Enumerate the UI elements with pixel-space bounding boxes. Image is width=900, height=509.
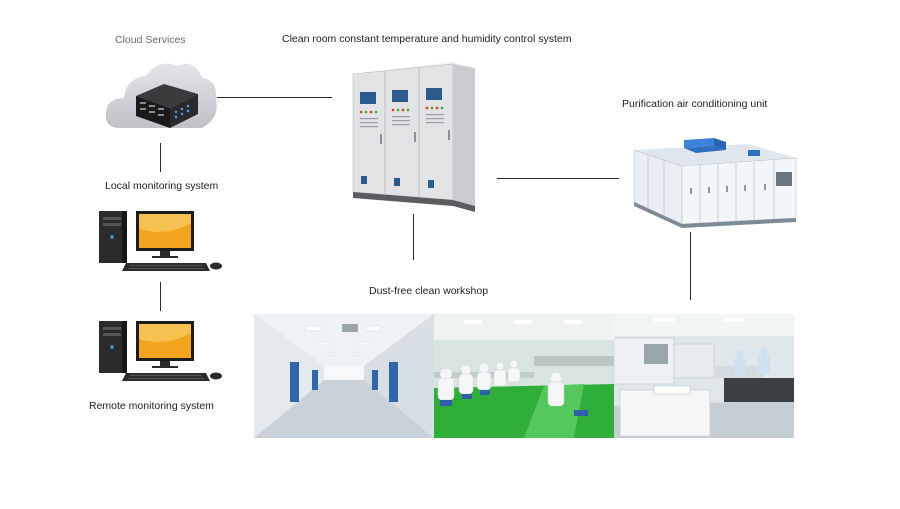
cleanroom-photo-corridor	[254, 314, 434, 438]
connector-control-to-workshop	[413, 214, 414, 260]
connector-cloud-to-local	[160, 143, 161, 172]
connector-air-to-workshop	[690, 232, 691, 300]
control-system-label: Clean room constant temperature and humi…	[282, 33, 572, 45]
air-unit-label: Purification air conditioning unit	[622, 98, 768, 110]
cleanroom-photo-equipment	[614, 314, 794, 438]
cloud-services-label: Cloud Services	[115, 34, 186, 46]
cloud-server-icon	[102, 56, 222, 136]
air-handling-unit-icon	[628, 136, 800, 232]
desktop-computer-icon	[96, 207, 226, 275]
workshop-label: Dust-free clean workshop	[369, 285, 489, 297]
connector-local-to-remote	[160, 282, 161, 311]
control-cabinet-icon	[349, 60, 479, 216]
connector-cloud-to-control	[217, 97, 332, 98]
local-monitoring-label: Local monitoring system	[105, 180, 219, 192]
remote-monitoring-label: Remote monitoring system	[89, 400, 214, 412]
desktop-computer-icon	[96, 317, 226, 385]
connector-control-to-air	[497, 178, 619, 179]
cleanroom-photo-workers	[434, 314, 614, 438]
